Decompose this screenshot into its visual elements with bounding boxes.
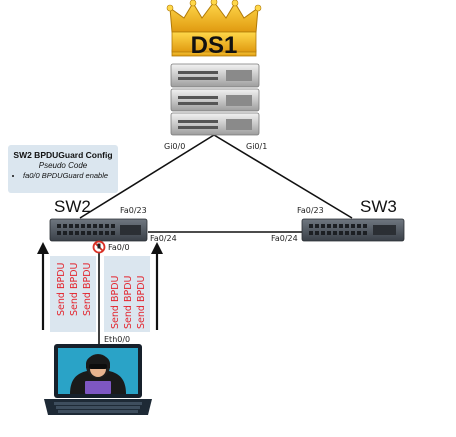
server-stack-icon — [170, 63, 260, 136]
bpdu-label: Send BPDU — [56, 262, 67, 316]
port-sw2-fa023: Fa0/23 — [120, 206, 147, 215]
port-sw2-fa024: Fa0/24 — [150, 234, 177, 243]
bpdu-label: Send BPDU — [136, 275, 147, 329]
port-sw3-fa024: Fa0/24 — [271, 234, 298, 243]
arrow-up-right-head — [151, 242, 163, 254]
config-box-list: fa0/0 BPDUGuard enable — [12, 171, 114, 180]
bpdu-arrows — [37, 242, 163, 330]
port-ds1-gi01: Gi0/1 — [246, 142, 267, 151]
bpdu-label: Send BPDU — [123, 275, 134, 329]
link-ds1-sw2 — [79, 134, 215, 219]
links — [79, 134, 353, 350]
bpdu-panel-right — [104, 256, 150, 332]
link-ds1-sw3 — [213, 134, 353, 219]
bpdu-labels-right: Send BPDU Send BPDU Send BPDU — [110, 275, 147, 329]
bpdu-label: Send BPDU — [69, 262, 80, 316]
bpdu-panel-left — [50, 256, 96, 332]
bpdu-label: Send BPDU — [110, 275, 121, 329]
switch-icon — [49, 218, 148, 242]
hacker-laptop-icon — [44, 344, 152, 415]
blocked-port-icon — [92, 240, 106, 254]
ds1-label: DS1 — [191, 32, 238, 59]
config-box-subtitle: Pseudo Code — [38, 161, 88, 170]
bpduguard-config-box: SW2 BPDUGuard Config Pseudo Code fa0/0 B… — [8, 145, 118, 193]
sw2-label: SW2 — [54, 197, 91, 216]
config-box-item: fa0/0 BPDUGuard enable — [23, 171, 114, 180]
port-ds1-gi00: Gi0/0 — [164, 142, 185, 151]
port-sw3-fa023: Fa0/23 — [297, 206, 324, 215]
bpdu-label: Send BPDU — [82, 262, 93, 316]
port-attacker-eth00: Eth0/0 — [104, 335, 130, 344]
arrow-up-left-head — [37, 242, 49, 254]
bpdu-labels-left: Send BPDU Send BPDU Send BPDU — [56, 262, 93, 316]
switch-icon — [301, 218, 405, 242]
port-sw2-fa00: Fa0/0 — [108, 243, 130, 252]
sw3-label: SW3 — [360, 197, 397, 216]
crown-icon — [166, 0, 262, 57]
config-box-title: SW2 BPDUGuard Config — [13, 150, 113, 160]
